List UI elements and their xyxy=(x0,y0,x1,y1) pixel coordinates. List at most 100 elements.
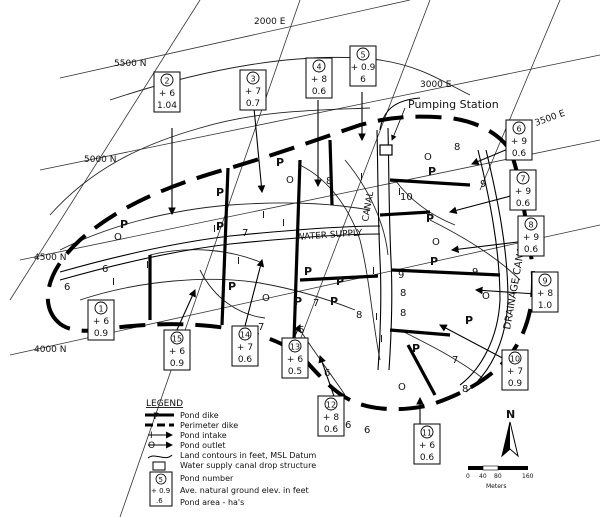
pond-area: 0.6 xyxy=(516,199,531,209)
svg-text:6: 6 xyxy=(298,325,304,336)
pond-box-7: 7+ 90.6 xyxy=(509,169,537,211)
pond-area: 0.9 xyxy=(170,359,185,369)
svg-text:I: I xyxy=(380,334,383,345)
svg-text:P: P xyxy=(430,255,438,268)
svg-text:7: 7 xyxy=(452,355,458,366)
pond-elevation: + 8 xyxy=(537,289,553,299)
legend-sample-elev: + 0.9 xyxy=(151,487,170,495)
pond-elevation: + 6 xyxy=(169,347,185,357)
svg-text:7: 7 xyxy=(313,298,319,309)
svg-text:8: 8 xyxy=(400,308,406,319)
legend-item-perimeter-dike: Perimeter dike xyxy=(180,421,238,430)
pond-elevation: + 9 xyxy=(511,137,527,147)
pond-elevation: + 8 xyxy=(311,75,327,85)
pond-elevation: + 6 xyxy=(287,355,303,365)
pond-elevation: + 0.9 xyxy=(351,63,376,73)
svg-text:160: 160 xyxy=(522,473,534,480)
legend-item-drop-structure: Water supply canal drop structure xyxy=(180,461,316,470)
svg-text:P: P xyxy=(294,295,302,308)
grid-label-3000e: 3000 E xyxy=(420,80,452,90)
pond-box-13: 13+ 60.5 xyxy=(281,337,309,379)
pond-area: 0.6 xyxy=(238,355,253,365)
svg-text:I: I xyxy=(213,224,216,235)
svg-text:I: I xyxy=(398,187,401,198)
pond-box-8: 8+ 90.6 xyxy=(517,215,545,257)
legend-item-ground-elev: Ave. natural ground elev. in feet xyxy=(180,486,309,495)
svg-text:O: O xyxy=(424,152,432,163)
svg-text:P: P xyxy=(336,275,344,288)
svg-text:0: 0 xyxy=(466,473,470,480)
drainage-canal xyxy=(459,149,509,393)
pond-elevation: + 6 xyxy=(159,89,175,99)
svg-text:6: 6 xyxy=(324,368,330,379)
pond-box-5: 5+ 0.96 xyxy=(349,45,377,87)
pond-number: 3 xyxy=(250,75,255,84)
legend-title: LEGEND xyxy=(146,399,183,409)
svg-text:O: O xyxy=(398,382,406,393)
pond-area: 0.7 xyxy=(246,99,260,109)
svg-text:10: 10 xyxy=(400,192,413,203)
svg-text:7: 7 xyxy=(242,228,248,239)
pond-box-15: 15 + 6 0.9 xyxy=(163,329,191,371)
svg-text:P: P xyxy=(216,220,224,233)
pond-box-3: 3 + 7 0.7 xyxy=(239,69,267,111)
pond-elevation: + 7 xyxy=(507,367,523,377)
svg-text:8: 8 xyxy=(356,310,362,321)
pond-box-2: 2+ 61.04 xyxy=(153,71,181,113)
svg-text:P: P xyxy=(276,156,284,169)
svg-text:P: P xyxy=(426,212,434,225)
svg-text:9: 9 xyxy=(472,267,478,278)
svg-text:I: I xyxy=(237,256,240,267)
svg-text:I: I xyxy=(375,312,378,323)
pond-elevation: + 6 xyxy=(93,317,109,327)
legend-sample-area: .6 xyxy=(156,497,163,505)
pond-number: 6 xyxy=(516,125,521,134)
pumping-station-label: Pumping Station xyxy=(408,98,499,111)
pond-number: 11 xyxy=(422,429,432,438)
svg-text:P: P xyxy=(120,218,128,231)
svg-text:P: P xyxy=(465,314,473,327)
scale-bar: 0 40 80 160 Meters xyxy=(466,465,534,490)
pond-number: 15 xyxy=(172,335,182,344)
pond-number: 12 xyxy=(326,401,336,410)
pond-area: 0.9 xyxy=(508,379,523,389)
svg-text:8: 8 xyxy=(400,288,406,299)
svg-text:O: O xyxy=(286,175,294,186)
svg-text:8: 8 xyxy=(454,142,460,153)
dike-markers: PPP PPP PPP PPP PP xyxy=(120,156,473,355)
water-supply-canal xyxy=(59,97,421,371)
svg-text:O: O xyxy=(114,232,122,243)
pond-leader-arrows xyxy=(97,92,537,430)
legend: LEGEND P Pond dike Perimeter dike I Pond… xyxy=(145,399,316,507)
pond-area: 0.9 xyxy=(94,329,109,339)
pond-area: 0.6 xyxy=(324,425,339,435)
pond-elevation: + 7 xyxy=(245,87,261,97)
pond-area: 0.6 xyxy=(512,149,527,159)
pond-box-11: 11+ 60.6 xyxy=(413,423,441,465)
pond-elevation: + 9 xyxy=(523,233,539,243)
pond-number: 4 xyxy=(316,63,321,72)
svg-text:I: I xyxy=(296,236,299,247)
pond-box-1: 1 + 6 0.9 xyxy=(87,299,115,341)
svg-text:9: 9 xyxy=(398,270,404,281)
svg-text:8: 8 xyxy=(326,176,332,187)
svg-text:P: P xyxy=(153,412,160,422)
land-contours xyxy=(49,56,521,396)
svg-text:7: 7 xyxy=(258,322,264,333)
pond-elevation: + 8 xyxy=(323,413,339,423)
svg-text:I: I xyxy=(282,218,285,229)
svg-text:I: I xyxy=(150,431,153,441)
north-arrow: N xyxy=(501,408,519,458)
pond-area: 0.6 xyxy=(524,245,539,255)
pond-area: 6 xyxy=(360,75,366,85)
legend-item-pond-number: Pond number xyxy=(180,474,234,483)
svg-text:6: 6 xyxy=(345,420,351,431)
pond-elevation: + 9 xyxy=(515,187,531,197)
legend-item-land-contours: Land contours in feet, MSL Datum xyxy=(180,451,316,460)
svg-text:P: P xyxy=(412,342,420,355)
pond-number: 9 xyxy=(542,277,547,286)
svg-text:P: P xyxy=(228,280,236,293)
svg-text:I: I xyxy=(112,277,115,288)
pond-number: 1 xyxy=(98,305,103,314)
grid-label-5000n: 5000 N xyxy=(84,155,117,165)
